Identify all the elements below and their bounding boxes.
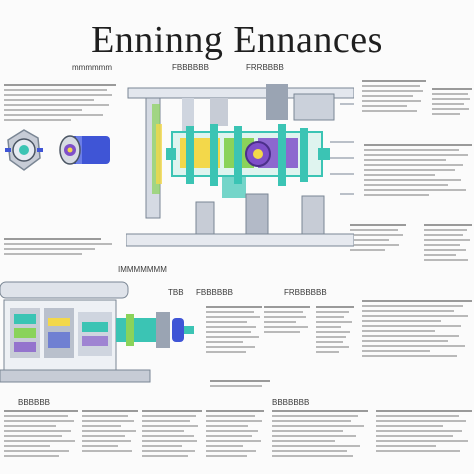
- text-block-bottom-4: [206, 410, 264, 460]
- header-mid-center-a: TBB: [168, 288, 184, 297]
- header-bottom-right: BBBBBBB: [272, 398, 310, 407]
- header-top-right: FRRBBBB: [246, 63, 284, 72]
- text-block-right-3: [364, 144, 472, 199]
- text-block-mid-4: [362, 300, 472, 360]
- header-mid-center-b: FBBBBBB: [196, 288, 233, 297]
- text-block-bottom-2: [82, 410, 138, 455]
- header-mid-right: FRBBBBBB: [284, 288, 327, 297]
- text-block-bottom-3: [142, 410, 202, 460]
- text-block-right-5: [424, 224, 472, 264]
- motor-component-left: [59, 135, 110, 165]
- main-engine-diagram: [126, 84, 354, 247]
- text-block-mid-2: [264, 306, 310, 336]
- diagram-title: Enninng Ennances: [91, 19, 383, 61]
- lower-machine-diagram: [0, 281, 194, 383]
- text-block-bottom-5: [272, 410, 368, 460]
- text-block-bottom-1: [4, 410, 78, 460]
- text-block-mid-5: [210, 380, 270, 390]
- header-bottom-left: BBBBBB: [18, 398, 51, 407]
- text-block-right-2: [432, 88, 472, 118]
- text-block-bottom-6: [376, 410, 472, 455]
- pump-component-left: [5, 129, 43, 171]
- text-block-left-mid: [4, 238, 112, 258]
- text-block-mid-1: [206, 306, 262, 356]
- text-block-left-top: [4, 84, 116, 124]
- header-mid-left: IMMMMMMM: [118, 265, 167, 274]
- text-block-right-1: [362, 80, 426, 115]
- text-block-right-4: [350, 224, 406, 254]
- header-top-mid: FBBBBBB: [172, 63, 209, 72]
- header-top-left: mmmmmm: [72, 63, 112, 72]
- text-block-mid-3: [316, 306, 354, 356]
